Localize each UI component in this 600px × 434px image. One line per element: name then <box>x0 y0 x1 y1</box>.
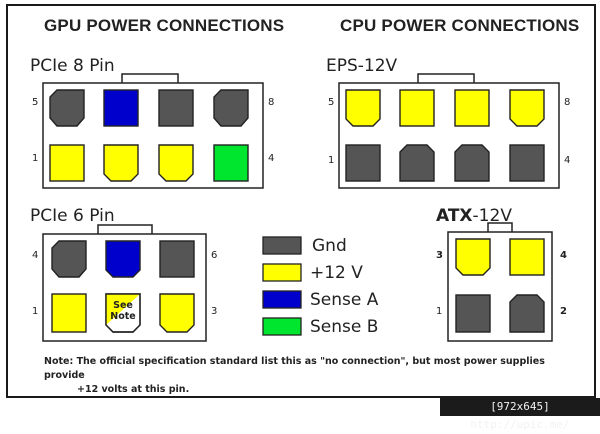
atx12v-pin-3-12v <box>455 238 491 276</box>
atx12v-pin-num-4: 4 <box>560 250 567 261</box>
pcie8-pin-num-4: 4 <box>268 153 275 164</box>
pcie8-pin-7-gnd <box>158 89 194 127</box>
see-note-line1: See <box>113 300 133 311</box>
atx12v-label-bold: ATX <box>436 206 473 226</box>
eps12v-pin-4-gnd <box>509 144 545 182</box>
atx12v-connector <box>447 222 553 342</box>
footnote: Note: The official specification standar… <box>44 355 564 397</box>
pcie6-pin-6-gnd <box>159 240 195 278</box>
pcie6-pin-num-6: 6 <box>211 250 218 261</box>
cpu-heading: CPU POWER CONNECTIONS <box>340 16 580 35</box>
legend-swatch-sense-b <box>262 317 302 336</box>
pcie6-pin-num-4: 4 <box>32 250 39 261</box>
pcie8-pin-1-12v <box>49 144 85 182</box>
watermark: [972x645] http://upic.me/ <box>440 398 600 431</box>
pcie8-pin-5-gnd <box>49 89 85 127</box>
pcie8-pin-6-sense-b <box>103 89 139 127</box>
legend-swatch-sense-a <box>262 290 302 309</box>
eps12v-pin-1-gnd <box>345 144 381 182</box>
eps12v-pin-num-8: 8 <box>564 97 571 108</box>
eps12v-pin-num-4: 4 <box>564 155 571 166</box>
pcie6-pin-1-12v <box>51 293 87 333</box>
see-note-line2: Note <box>110 311 135 322</box>
legend-label-gnd: Gnd <box>312 236 347 256</box>
pcie6-pin-num-3: 3 <box>211 306 218 317</box>
eps12v-connector <box>338 73 560 189</box>
atx12v-label: ATX-12V <box>436 206 512 226</box>
legend-label-12v: +12 V <box>310 263 363 283</box>
pcie6-pin-num-1: 1 <box>32 306 39 317</box>
eps12v-pin-num-5: 5 <box>328 97 335 108</box>
pcie8-connector <box>42 73 264 189</box>
pcie8-pin-8-gnd <box>213 89 249 127</box>
pcie8-pin-4-sense-a <box>213 144 249 182</box>
pcie8-pin-3-12v <box>158 144 194 182</box>
legend-swatch-gnd <box>262 236 302 255</box>
eps12v-pin-num-1: 1 <box>328 155 335 166</box>
footnote-line2: +12 volts at this pin. <box>77 384 190 395</box>
pcie6-pin-4-gnd <box>51 240 87 278</box>
pcie6-label: PCIe 6 Pin <box>30 206 115 226</box>
eps12v-pin-8-12v <box>509 89 545 127</box>
eps12v-pin-5-12v <box>345 89 381 127</box>
pcie8-pin-num-8: 8 <box>268 97 275 108</box>
legend-swatches <box>262 236 302 336</box>
atx12v-pin-4-12v <box>509 238 545 276</box>
pcie8-pin-2-12v <box>103 144 139 182</box>
atx12v-pin-num-3: 3 <box>436 250 443 261</box>
eps12v-pin-3-gnd <box>454 144 490 182</box>
pcie6-pin-3-12v <box>159 293 195 333</box>
eps12v-pin-2-gnd <box>399 144 435 182</box>
pcie8-pin-num-1: 1 <box>32 153 39 164</box>
pcie8-label: PCIe 8 Pin <box>30 56 115 76</box>
pcie6-connector: See Note <box>42 224 207 342</box>
footnote-line1: Note: The official specification standar… <box>44 356 545 381</box>
gpu-heading: GPU POWER CONNECTIONS <box>44 16 285 35</box>
pcie6-pin-5-sense <box>105 240 141 278</box>
atx12v-label-rest: -12V <box>472 206 512 226</box>
atx12v-pin-1-gnd <box>455 294 491 333</box>
eps12v-pin-7-12v <box>454 89 490 127</box>
eps12v-pin-6-12v <box>399 89 435 127</box>
pcie8-pin-num-5: 5 <box>32 97 39 108</box>
legend-label-sense-a: Sense A <box>310 290 379 310</box>
atx12v-pin-num-1: 1 <box>436 306 443 317</box>
pcie6-pin-2-yellow-half <box>106 294 140 325</box>
legend-label-sense-b: Sense B <box>310 317 379 337</box>
atx12v-pin-num-2: 2 <box>560 306 567 317</box>
legend-swatch-12v <box>262 263 302 282</box>
atx12v-pin-2-gnd <box>509 294 545 333</box>
connector-diagram: See Note <box>42 73 560 342</box>
eps12v-label: EPS-12V <box>326 56 398 76</box>
pcie6-pin-2-outline <box>105 293 141 333</box>
